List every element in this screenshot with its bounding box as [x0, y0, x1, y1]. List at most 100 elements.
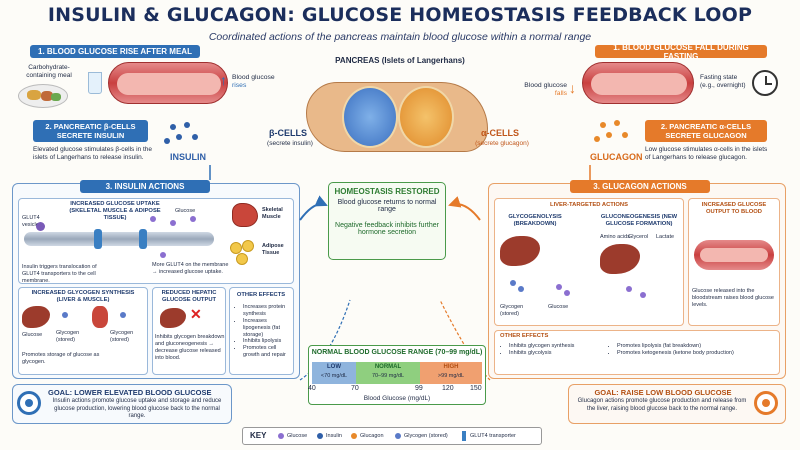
range-low-segment — [312, 362, 356, 384]
beta-cell-cluster — [342, 86, 398, 148]
glycogen-icon — [510, 280, 516, 286]
arrow-down-icon: ↓ — [569, 80, 576, 96]
water-glass-icon — [88, 72, 102, 94]
glucose-uptake-title: INCREASED GLUCOSE UPTAKE (SKELETAL MUSCL… — [69, 201, 161, 221]
list-item: Inhibits glycolysis — [509, 350, 604, 357]
list-item: Promotes cell growth and repair — [243, 345, 294, 359]
page-title: INSULIN & GLUCAGON: GLUCOSE HOMEOSTASIS … — [47, 4, 753, 26]
tick-label: 70 — [351, 385, 359, 392]
adipose-tissue-label: Adipose Tissue — [262, 243, 284, 256]
adipose-tissue-icon — [230, 240, 260, 268]
glycogen-label-1: Glucose — [22, 332, 43, 338]
key-legend — [242, 427, 542, 445]
beta-cells-sub: (secrete insulin) — [267, 140, 313, 147]
insulin-other-effects-list: Increases protein synthesis Increases li… — [238, 304, 294, 359]
range-ticks: 40 70 99 120 150 — [304, 385, 494, 395]
liver-actions-panel — [494, 198, 684, 326]
meal-label: Carbohydrate-containing meal — [26, 64, 72, 80]
glucose-label: Glucose — [548, 304, 569, 310]
pancreas-title: PANCREAS (Islets of Langerhans) — [335, 56, 465, 65]
cell-membrane — [24, 229, 214, 249]
key-item: Glycogen (stored) — [404, 433, 448, 439]
meal-plate-icon — [18, 84, 68, 108]
list-item: Increases protein synthesis — [243, 304, 294, 318]
tick-label: 99 — [415, 385, 423, 392]
alpha-cells-sub: (secrete glucagon) — [475, 140, 529, 147]
step2-left-header: 2. PANCREATIC β-CELLS SECRETE INSULIN — [33, 120, 148, 142]
list-item: Increases lipogenesis (fat storage) — [243, 318, 294, 339]
uptake-note-2: More GLUT4 on the membrane → increased g… — [152, 262, 229, 275]
step1-left-header: 1. BLOOD GLUCOSE RISE AFTER MEAL — [30, 45, 200, 58]
blood-vessel-falling — [582, 62, 694, 104]
range-normal-label: NORMAL — [374, 364, 402, 370]
insulin-other-effects-panel — [229, 287, 294, 375]
clock-icon — [752, 70, 778, 96]
uptake-note-1: Insulin triggers translocation of GLUT4 … — [22, 264, 97, 284]
alpha-cells-label: α-CELLS — [480, 128, 520, 138]
liver-icon — [22, 306, 50, 328]
glut4-label: GLUT4 vesicle — [22, 215, 40, 228]
skeletal-muscle-icon — [232, 203, 258, 227]
gluconeogenesis-title: GLUCONEOGENESIS (NEW GLUCOSE FORMATION) — [600, 214, 678, 227]
arrow-up-icon: ↑ — [220, 72, 227, 88]
glucose-key-icon — [278, 433, 284, 439]
glucagon-label: GLUCAGON — [590, 152, 643, 162]
glucose-range-bar: LOW <70 mg/dL NORMAL 70–99 mg/dL HIGH >9… — [312, 362, 482, 384]
insulin-other-effects-title: OTHER EFFECTS — [236, 292, 286, 298]
glycogen-synthesis-text: Promotes storage of glucose as glycogen. — [22, 352, 100, 365]
hepatic-output-text: Inhibits glycogen breakdown and gluconeo… — [155, 334, 225, 361]
range-axis-label: Blood Glucose (mg/dL) — [363, 395, 431, 402]
range-normal-segment — [356, 362, 420, 384]
fasting-label: Fasting state (e.g., overnight) — [700, 74, 746, 90]
glut4-vesicle-icon — [36, 222, 45, 231]
tick-label: 120 — [442, 385, 454, 392]
glucagon-actions-header: 3. GLUCAGON ACTIONS — [570, 180, 710, 193]
glucose-output-text: Glucose released into the bloodstream ra… — [692, 288, 774, 308]
blood-vessel-output — [694, 240, 774, 270]
pancreas-illustration — [300, 66, 495, 164]
homeostasis-line-2: Negative feedback inhibits further hormo… — [335, 222, 439, 236]
glucagon-other-right-list: Promotes lipolysis (fat breakdown) Promo… — [612, 343, 772, 357]
glucagon-other-effects-panel — [494, 330, 780, 375]
glucagon-molecules — [590, 118, 640, 148]
tick-label: 40 — [308, 385, 316, 392]
goal-left-text: Insulin actions promote glucose uptake a… — [52, 398, 222, 419]
glucagon-key-icon — [351, 433, 357, 439]
step2-right-header: 2. PANCREATIC α-CELLS SECRETE GLUCAGON — [645, 120, 767, 142]
insulin-actions-header: 3. INSULIN ACTIONS — [80, 180, 210, 193]
homeostasis-line-1: Blood glucose returns to normal range — [337, 199, 437, 213]
key-item: Glucagon — [360, 433, 384, 439]
blood-vessel-rising — [108, 62, 228, 104]
range-high-segment — [420, 362, 482, 384]
homeostasis-restored-box — [328, 182, 446, 260]
glycogen-synthesis-title: INCREASED GLYCOGEN SYNTHESIS (LIVER & MU… — [31, 290, 135, 303]
substrate-lactate: Lactate — [656, 234, 675, 240]
skeletal-muscle-label: Skeletal Muscle — [262, 207, 283, 220]
hepatic-output-panel — [152, 287, 226, 375]
glucose-range-title: NORMAL BLOOD GLUCOSE RANGE (70–99 mg/dL) — [311, 349, 483, 356]
hepatic-output-title: REDUCED HEPATIC GLUCOSE OUTPUT — [161, 290, 217, 303]
uptake-glucose-label: Glucose — [175, 208, 196, 214]
glycogen-synthesis-panel — [18, 287, 148, 375]
target-icon — [754, 391, 778, 415]
inhibit-x-icon: ✕ — [190, 306, 202, 322]
goal-right-text: Glucagon actions promote glucose product… — [577, 398, 747, 412]
insulin-molecules — [160, 120, 210, 150]
beta-cells-label: β-CELLS — [269, 128, 307, 138]
glut4-transporter-icon — [139, 229, 147, 249]
glycogenolysis-title: GLYCOGENOLYSIS (BREAKDOWN) — [508, 214, 562, 227]
liver-icon — [160, 308, 186, 328]
range-low-label: LOW — [327, 364, 341, 370]
list-item: Promotes lipolysis (fat breakdown) — [617, 343, 772, 350]
glut4-key-icon — [462, 431, 466, 441]
list-item: Inhibits glycogen synthesis — [509, 343, 604, 350]
glucose-icon — [556, 284, 562, 290]
goal-right-box — [568, 384, 786, 424]
insulin-key-icon — [317, 433, 323, 439]
glycogen-key-icon — [395, 433, 401, 439]
step2-right-text: Low glucose stimulates α-cells in the is… — [645, 146, 768, 162]
key-item: GLUT4 transporter — [470, 433, 516, 439]
substrate-glycerol: Glycerol — [628, 234, 649, 240]
key-item: Glucose — [287, 433, 308, 439]
